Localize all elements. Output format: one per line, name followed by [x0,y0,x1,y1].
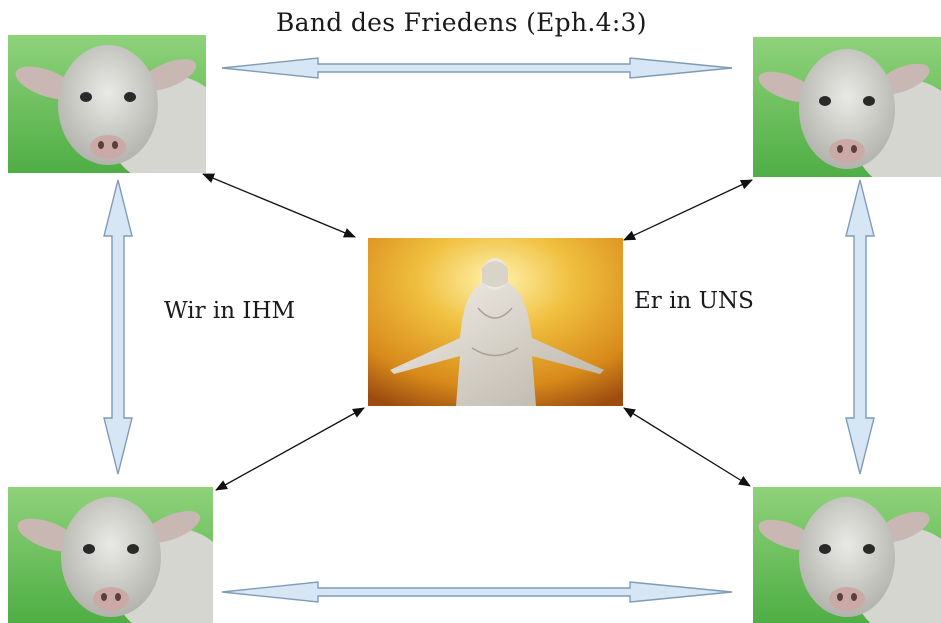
left-label: Wir in IHM [164,298,296,324]
christ-statue-image [368,238,623,406]
right-double-arrow [845,179,875,475]
connector-bottom-left [215,407,365,491]
bottom-double-arrow [221,581,733,603]
sheep-image-top-right [753,37,941,177]
connector-bottom-right [623,407,751,487]
connector-top-right [623,179,753,241]
right-label: Er in UNS [634,288,754,314]
top-label: Band des Friedens (Eph.4:3) [276,8,647,37]
top-double-arrow [221,57,733,79]
sheep-image-bottom-left [8,487,213,623]
sheep-image-top-left [8,35,206,173]
sheep-image-bottom-right [753,487,941,623]
left-double-arrow [103,179,133,475]
connector-top-left [202,173,356,238]
